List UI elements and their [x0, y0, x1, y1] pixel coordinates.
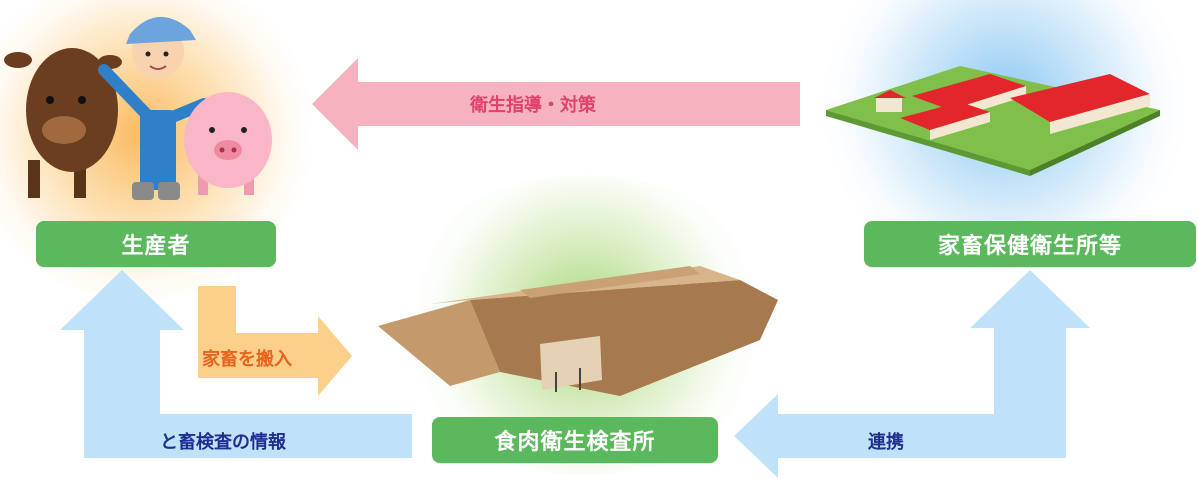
livestock-office-label: 家畜保健衛生所等 [864, 221, 1196, 267]
inspection-info-arrow-label: と畜検査の情報 [160, 432, 286, 453]
guidance-arrow [312, 58, 800, 150]
bring-in-arrow-label: 家畜を搬入 [202, 349, 292, 370]
meat-inspection-label: 食肉衛生検査所 [432, 417, 718, 463]
farmer-illustration [98, 16, 210, 200]
cow-illustration [4, 48, 122, 198]
pig-illustration [184, 92, 272, 195]
livestock-office-illustration [826, 66, 1160, 176]
cooperation-arrow [734, 270, 1090, 478]
bring-in-arrow [198, 286, 352, 396]
guidance-arrow-label: 衛生指導・対策 [470, 95, 596, 116]
inspection-info-arrow [60, 270, 412, 458]
producer-label: 生産者 [36, 221, 276, 267]
cooperation-arrow-label: 連携 [868, 432, 904, 453]
inspection-building-illustration [378, 266, 778, 396]
